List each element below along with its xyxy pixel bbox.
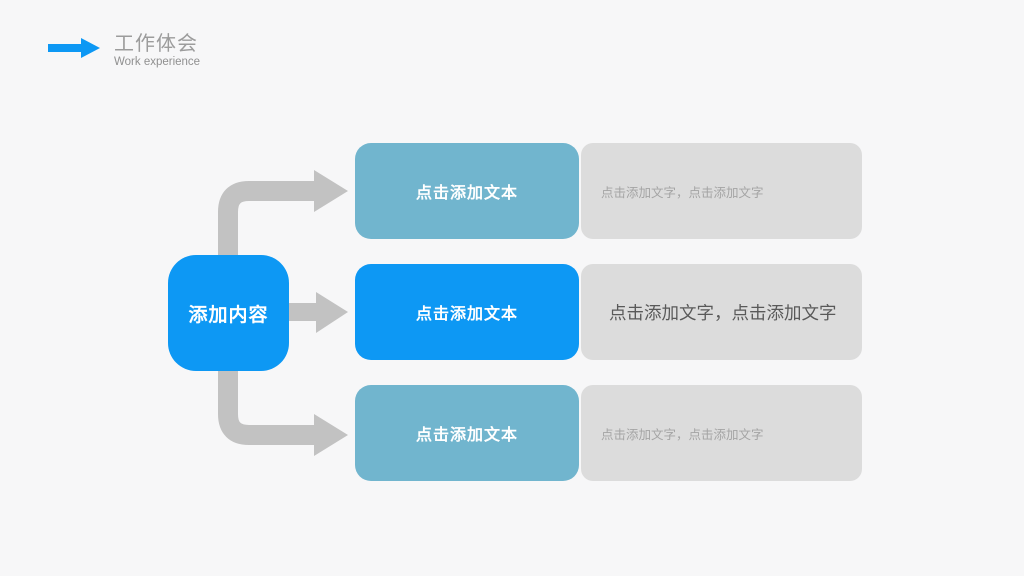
row-2-desc: 点击添加文字，点击添加文字: [609, 302, 837, 323]
row-1-label-box[interactable]: 点击添加文本: [355, 143, 579, 239]
row-2-desc-box[interactable]: 点击添加文字，点击添加文字: [581, 264, 862, 360]
slide-subtitle: Work experience: [114, 56, 201, 68]
connector-top: [218, 181, 316, 280]
connector-bottom: [218, 345, 316, 445]
center-node[interactable]: 添加内容: [168, 255, 289, 371]
row-3-label-box[interactable]: 点击添加文本: [355, 385, 579, 481]
slide-header: 工作体会 Work experience: [48, 33, 200, 70]
row-1-desc-box[interactable]: 点击添加文字，点击添加文字: [581, 143, 862, 239]
row-3-desc: 点击添加文字，点击添加文字: [601, 427, 764, 442]
connector-bottom-arrowhead-icon: [314, 414, 348, 456]
row-3-label: 点击添加文本: [415, 427, 518, 444]
connector-top-arrowhead-icon: [314, 170, 348, 212]
row-3-desc-box[interactable]: 点击添加文字，点击添加文字: [581, 385, 862, 481]
connector-middle: [284, 303, 318, 321]
row-2-label-box[interactable]: 点击添加文本: [355, 264, 579, 360]
header-right-arrow-icon: [48, 38, 100, 58]
row-1-label: 点击添加文本: [415, 185, 518, 202]
row-1-desc: 点击添加文字，点击添加文字: [601, 185, 764, 200]
header-text-block: 工作体会 Work experience: [114, 33, 200, 70]
connector-middle-arrowhead-icon: [316, 292, 348, 333]
row-2-label: 点击添加文本: [415, 306, 518, 323]
slide-title: 工作体会: [114, 33, 198, 55]
center-node-label: 添加内容: [188, 304, 269, 326]
